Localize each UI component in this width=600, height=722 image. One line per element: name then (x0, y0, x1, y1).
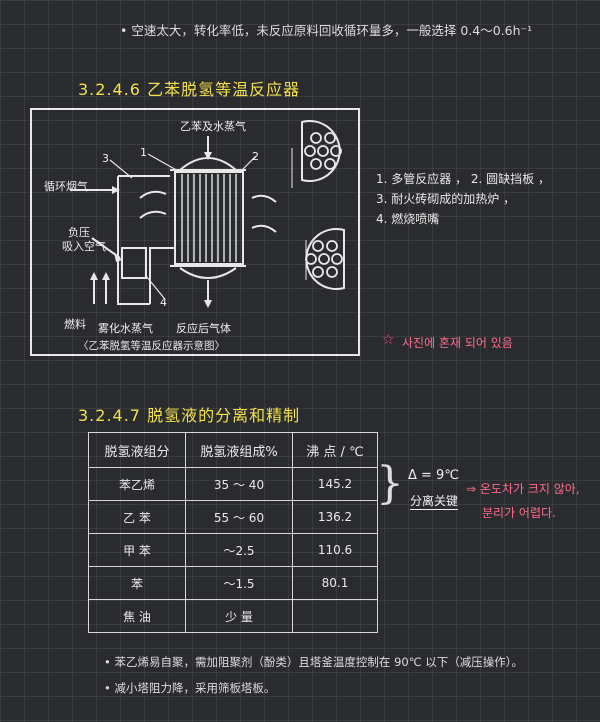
table-cell: 少 量 (185, 599, 293, 633)
section-heading-reactor: 3.2.4.6 乙苯脱氢等温反应器 (78, 80, 301, 99)
table-cell: ～2.5 (185, 533, 293, 567)
brace-icon: } (376, 458, 404, 509)
table-cell: 80.1 (292, 566, 378, 600)
korean-note-temp-diff: ⇒ 온도차가 크지 않아, (466, 482, 580, 496)
table-header-row: 脱氢液组分 脱氢液组成% 沸 点 / ℃ (88, 432, 378, 468)
table-cell: 145.2 (292, 467, 378, 501)
section-heading-separation: 3.2.4.7 脱氢液的分离和精制 (78, 406, 301, 425)
label-num-2: 2 (252, 150, 259, 163)
table-row: 苯乙烯 35 ～ 40 145.2 (88, 467, 378, 501)
table-cell: 乙 苯 (88, 500, 186, 534)
baffle-plate-bottom-icon (305, 228, 345, 290)
korean-note-photo: 사진에 혼재 되어 있음 (402, 336, 513, 350)
bullet-sieve-tray: • 减小塔阻力降，采用筛板塔板。 (104, 681, 276, 695)
diagram-caption: 〈乙苯脱氢等温反应器示意图〉 (78, 340, 225, 352)
table-cell: 136.2 (292, 500, 378, 534)
table-cell: 焦 油 (88, 599, 186, 633)
label-num-3: 3 (102, 152, 109, 165)
table-cell: 55 ～ 60 (185, 500, 293, 534)
legend-line-2: 3. 耐火砖砌成的加热炉 ， (376, 192, 516, 206)
reactor-diagram (70, 136, 307, 308)
top-note: • 空速太大，转化率低，未反应原料回收循环量多，一般选择 0.4～0.6h⁻¹ (120, 23, 533, 38)
bullet-polymerization: • 苯乙烯易自聚，需加阻聚剂（酚类）且塔釜温度控制在 90℃ 以下（减压操作）。 (104, 655, 524, 669)
table-cell (292, 599, 378, 633)
label-atomized-steam: 雾化水蒸气 (98, 322, 153, 335)
label-product-gas: 反应后气体 (176, 322, 231, 335)
label-fuel: 燃料 (64, 318, 86, 331)
legend-line-3: 4. 燃烧喷嘴 (376, 212, 440, 226)
table-header-cell: 沸 点 / ℃ (292, 432, 378, 468)
separation-key-label: 分离关键 (410, 494, 459, 510)
components-table: 脱氢液组分 脱氢液组成% 沸 点 / ℃ 苯乙烯 35 ～ 40 145.2 乙… (88, 432, 378, 633)
label-steam-in: 乙苯及水蒸气 (180, 120, 246, 133)
reactor-diagram-frame (30, 108, 360, 356)
table-row: 甲 苯 ～2.5 110.6 (88, 533, 378, 567)
table-row: 苯 ～1.5 80.1 (88, 566, 378, 600)
table-cell: ～1.5 (185, 566, 293, 600)
table-header-cell: 脱氢液组成% (185, 432, 293, 468)
legend-line-1: 1. 多管反应器 ， 2. 圆缺挡板 ， (376, 172, 550, 186)
label-suction-air: 吸入空气 (62, 240, 106, 253)
label-recycle-gas: 循环烟气 (44, 180, 88, 193)
table-cell: 苯乙烯 (88, 467, 186, 501)
star-icon: ☆ (382, 332, 395, 348)
label-num-1: 1 (140, 146, 147, 159)
table-cell: 110.6 (292, 533, 378, 567)
baffle-plate-top-icon (301, 120, 342, 182)
table-cell: 苯 (88, 566, 186, 600)
label-neg-pressure: 负压 (68, 226, 90, 239)
table-header-cell: 脱氢液组分 (88, 432, 186, 468)
table-row: 焦 油 少 量 (88, 599, 378, 633)
table-cell: 甲 苯 (88, 533, 186, 567)
table-row: 乙 苯 55 ～ 60 136.2 (88, 500, 378, 534)
korean-note-hard-separation: 분리가 어렵다. (482, 506, 556, 520)
label-num-4: 4 (160, 296, 167, 309)
delta-temperature: Δ = 9℃ (408, 468, 459, 483)
table-cell: 35 ～ 40 (185, 467, 293, 501)
